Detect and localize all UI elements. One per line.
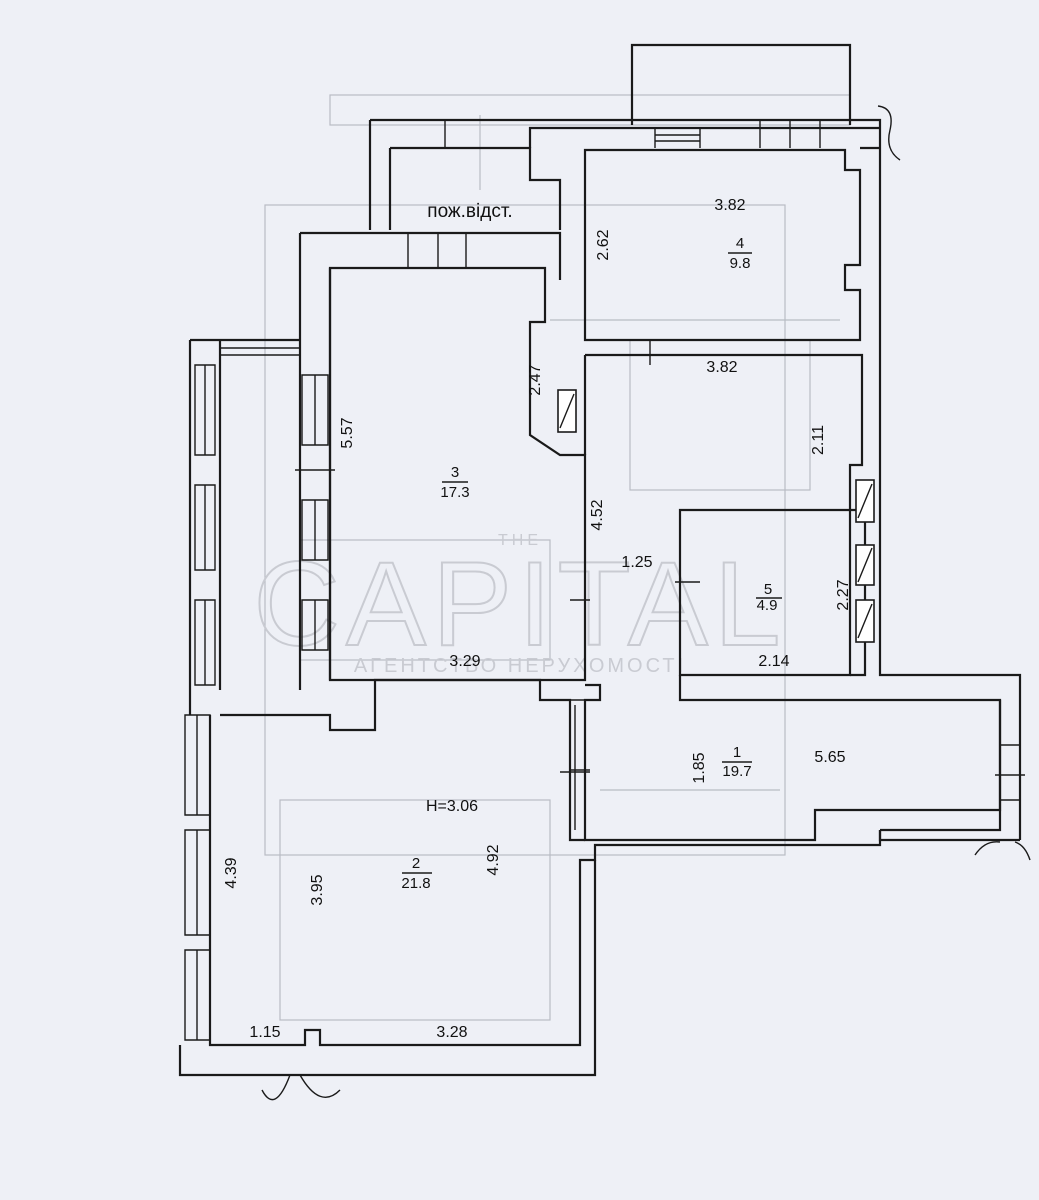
room4-area: 9.8 bbox=[730, 255, 751, 272]
dim-bath-right: 2.27 bbox=[835, 579, 852, 610]
room5-number: 5 bbox=[764, 581, 772, 598]
room-2 bbox=[178, 678, 882, 1077]
room2-area: 21.8 bbox=[401, 875, 430, 892]
dim-room1-width: 5.65 bbox=[814, 749, 845, 766]
watermark-brand: CAPITAL bbox=[253, 537, 786, 671]
balcony bbox=[630, 43, 852, 125]
dim-bath-bottom: 2.14 bbox=[758, 653, 789, 670]
room2-number: 2 bbox=[412, 855, 420, 872]
room-1 bbox=[583, 675, 1020, 842]
room3-number: 3 bbox=[451, 464, 459, 481]
fire-escape-label: пож.відст. bbox=[427, 201, 512, 222]
door-arcs bbox=[261, 105, 1031, 1101]
fixtures bbox=[557, 389, 875, 643]
room1-area: 19.7 bbox=[722, 763, 751, 780]
dim-room3-top-side: 2.47 bbox=[527, 364, 544, 395]
outer-walls bbox=[188, 118, 1022, 840]
dim-room3-left: 5.57 bbox=[339, 417, 356, 448]
dim-room3-bottom: 3.29 bbox=[449, 653, 480, 670]
room3-area: 17.3 bbox=[440, 484, 469, 501]
dim-room2-right: 4.92 bbox=[485, 844, 502, 875]
dim-room2-loggia: 4.39 bbox=[223, 857, 240, 888]
door-marks bbox=[295, 469, 1025, 776]
dim-room4-width: 3.82 bbox=[714, 197, 745, 214]
dim-bath-left: 1.25 bbox=[621, 554, 652, 571]
loggia-windows bbox=[184, 364, 329, 1041]
corridor bbox=[583, 340, 867, 677]
watermark-the: THE bbox=[498, 532, 542, 549]
underlay-lines bbox=[264, 94, 851, 1021]
dim-corridor-width: 3.82 bbox=[706, 359, 737, 376]
dim-room4-height: 2.62 bbox=[595, 229, 612, 260]
room-4 bbox=[583, 148, 862, 342]
dim-room2-bottom: 3.28 bbox=[436, 1024, 467, 1041]
dim-room3-right: 4.52 bbox=[589, 499, 606, 530]
ceiling-height: H=3.06 bbox=[426, 798, 478, 815]
watermark: THE CAPITAL АГЕНТСТВО НЕРУХОМОСТІ bbox=[252, 532, 786, 677]
room-5 bbox=[678, 508, 852, 677]
room4-number: 4 bbox=[736, 235, 744, 252]
room5-area: 4.9 bbox=[757, 597, 778, 614]
dim-room2-bottom-small: 1.15 bbox=[249, 1024, 280, 1041]
room1-number: 1 bbox=[733, 744, 741, 761]
dim-room2-left: 3.95 bbox=[309, 874, 326, 905]
dim-room1-height: 1.85 bbox=[691, 752, 708, 783]
dim-corridor-height: 2.11 bbox=[810, 425, 827, 455]
watermark-tagline: АГЕНТСТВО НЕРУХОМОСТІ bbox=[354, 655, 686, 677]
